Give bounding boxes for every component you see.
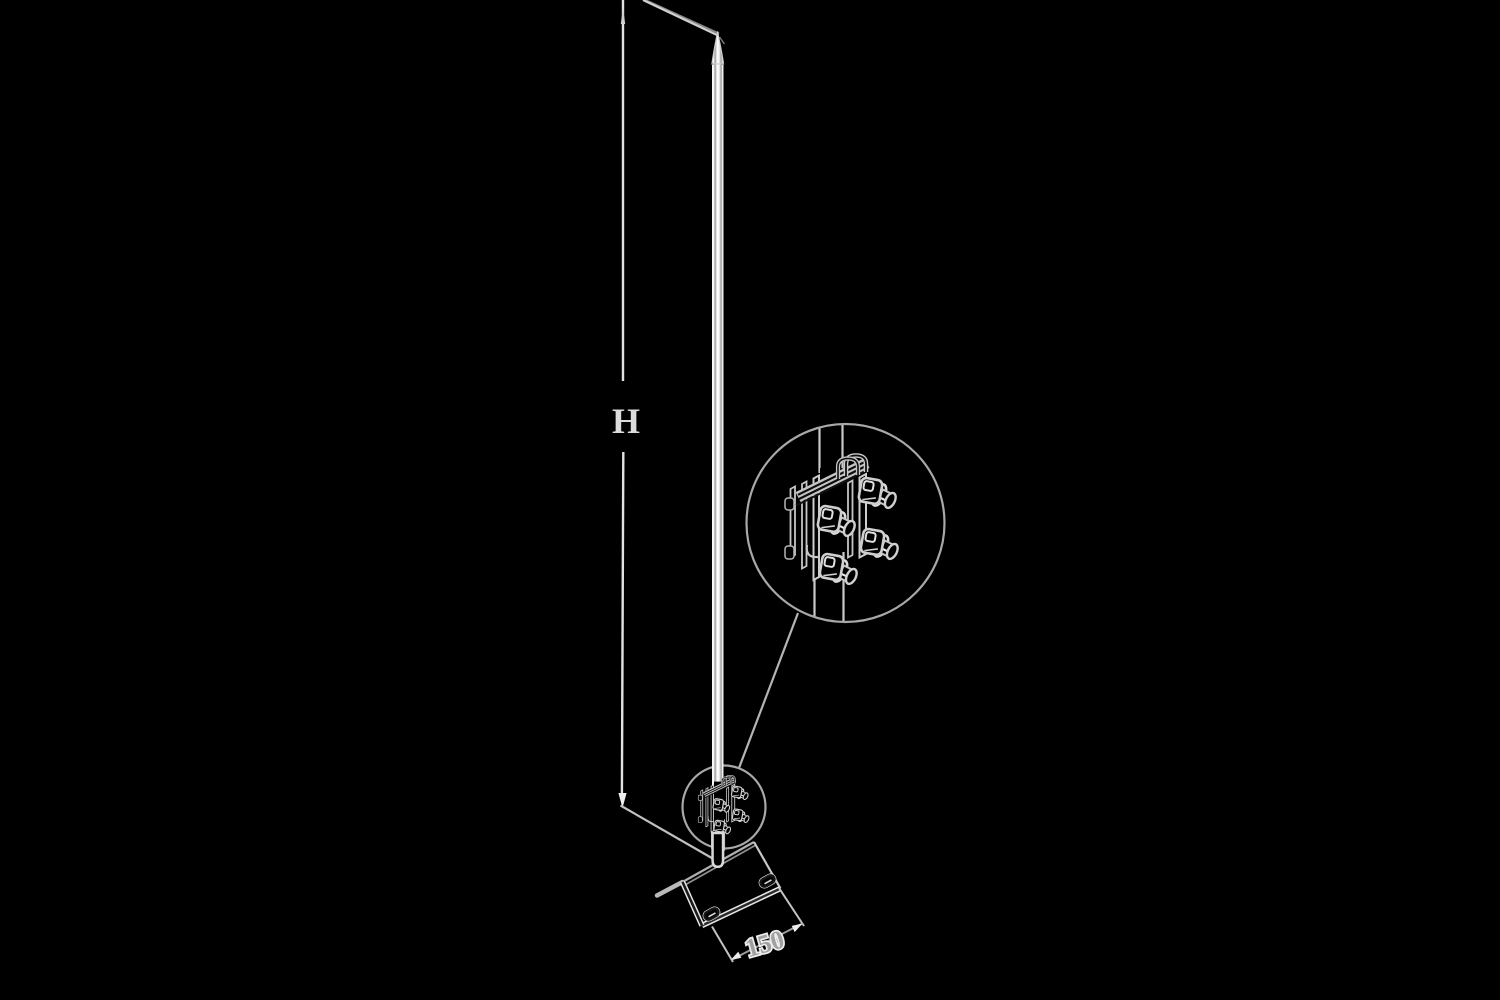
svg-text:H: H	[612, 401, 640, 441]
